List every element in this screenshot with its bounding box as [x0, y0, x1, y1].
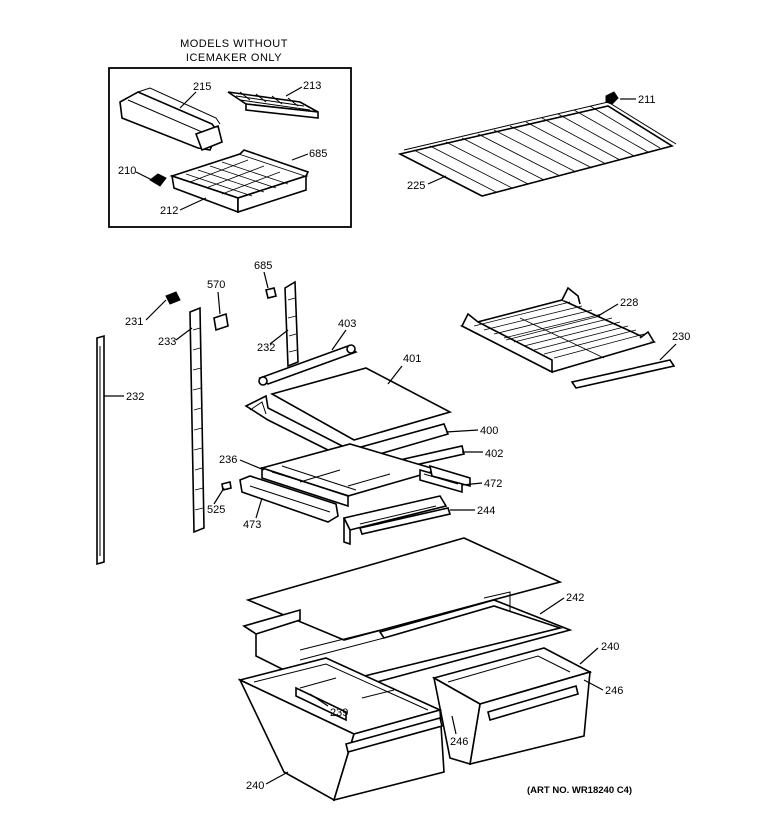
shelf-slide-472 — [419, 464, 471, 494]
glass-shelf-401 — [269, 367, 453, 441]
shelf-trim-230 — [570, 359, 676, 389]
label-402: 402 — [485, 448, 503, 460]
box-frame — [108, 67, 352, 228]
label-210: 210 — [118, 165, 136, 177]
label-236: 236 — [219, 454, 237, 466]
models-without-icemaker-box: MODELS WITHOUT ICEMAKER ONLY — [108, 38, 352, 228]
label-403: 403 — [338, 318, 356, 330]
ice-bucket-215 — [119, 87, 223, 152]
crisper-slide-239 — [295, 686, 347, 722]
shelf-frame-236 — [259, 443, 441, 508]
box-title-line1: MODELS WITHOUT — [180, 38, 288, 50]
label-240-right: 240 — [601, 641, 619, 653]
label-246-right: 246 — [605, 685, 623, 697]
label-525: 525 — [207, 504, 225, 516]
label-232-center: 232 — [257, 342, 275, 354]
wire-shelf-225 — [397, 91, 677, 197]
shelf-frame-400 — [244, 394, 450, 463]
box-title-line2: ICEMAKER ONLY — [186, 52, 282, 64]
label-240-left: 240 — [246, 780, 264, 792]
label-232-left: 232 — [126, 391, 144, 403]
shelf-trim-403 — [258, 344, 358, 386]
label-473: 473 — [243, 519, 261, 531]
ice-shelf-212 — [169, 149, 310, 214]
label-239: 239 — [330, 707, 348, 719]
ice-tray-213 — [227, 91, 319, 119]
label-231: 231 — [125, 316, 143, 328]
cap-231 — [165, 291, 181, 305]
shelf-slide-473 — [239, 475, 339, 523]
label-244: 244 — [477, 505, 495, 517]
label-685: 685 — [254, 260, 272, 272]
screw-525 — [221, 481, 232, 491]
label-225: 225 — [407, 180, 425, 192]
label-400: 400 — [480, 425, 498, 437]
label-212: 212 — [160, 205, 178, 217]
label-472: 472 — [484, 478, 502, 490]
crisper-pan-left — [237, 657, 445, 802]
label-233: 233 — [158, 336, 176, 348]
shelf-rail-232-center — [284, 280, 299, 368]
label-228: 228 — [620, 297, 638, 309]
wire-shelf-228 — [459, 286, 657, 374]
screw-570 — [213, 312, 229, 332]
shelf-stop-211 — [605, 91, 619, 105]
art-number: (ART NO. WR18240 C4) — [527, 785, 632, 796]
screw-685 — [265, 287, 277, 299]
shelf-rail-233 — [189, 306, 205, 534]
label-213: 213 — [303, 80, 321, 92]
label-242: 242 — [566, 592, 584, 604]
label-401: 401 — [403, 353, 421, 365]
shelf-bracket-244 — [342, 495, 452, 546]
label-570: 570 — [207, 279, 225, 291]
label-685-icemaker: 685 — [309, 148, 327, 160]
clip-210 — [149, 173, 167, 187]
label-246-left: 246 — [450, 736, 468, 748]
crisper-pan-right — [431, 647, 593, 766]
label-215: 215 — [193, 81, 211, 93]
crisper-cover-242 — [245, 537, 563, 641]
label-230: 230 — [672, 331, 690, 343]
shelf-rail-232-left — [96, 334, 105, 566]
label-211: 211 — [638, 94, 656, 106]
